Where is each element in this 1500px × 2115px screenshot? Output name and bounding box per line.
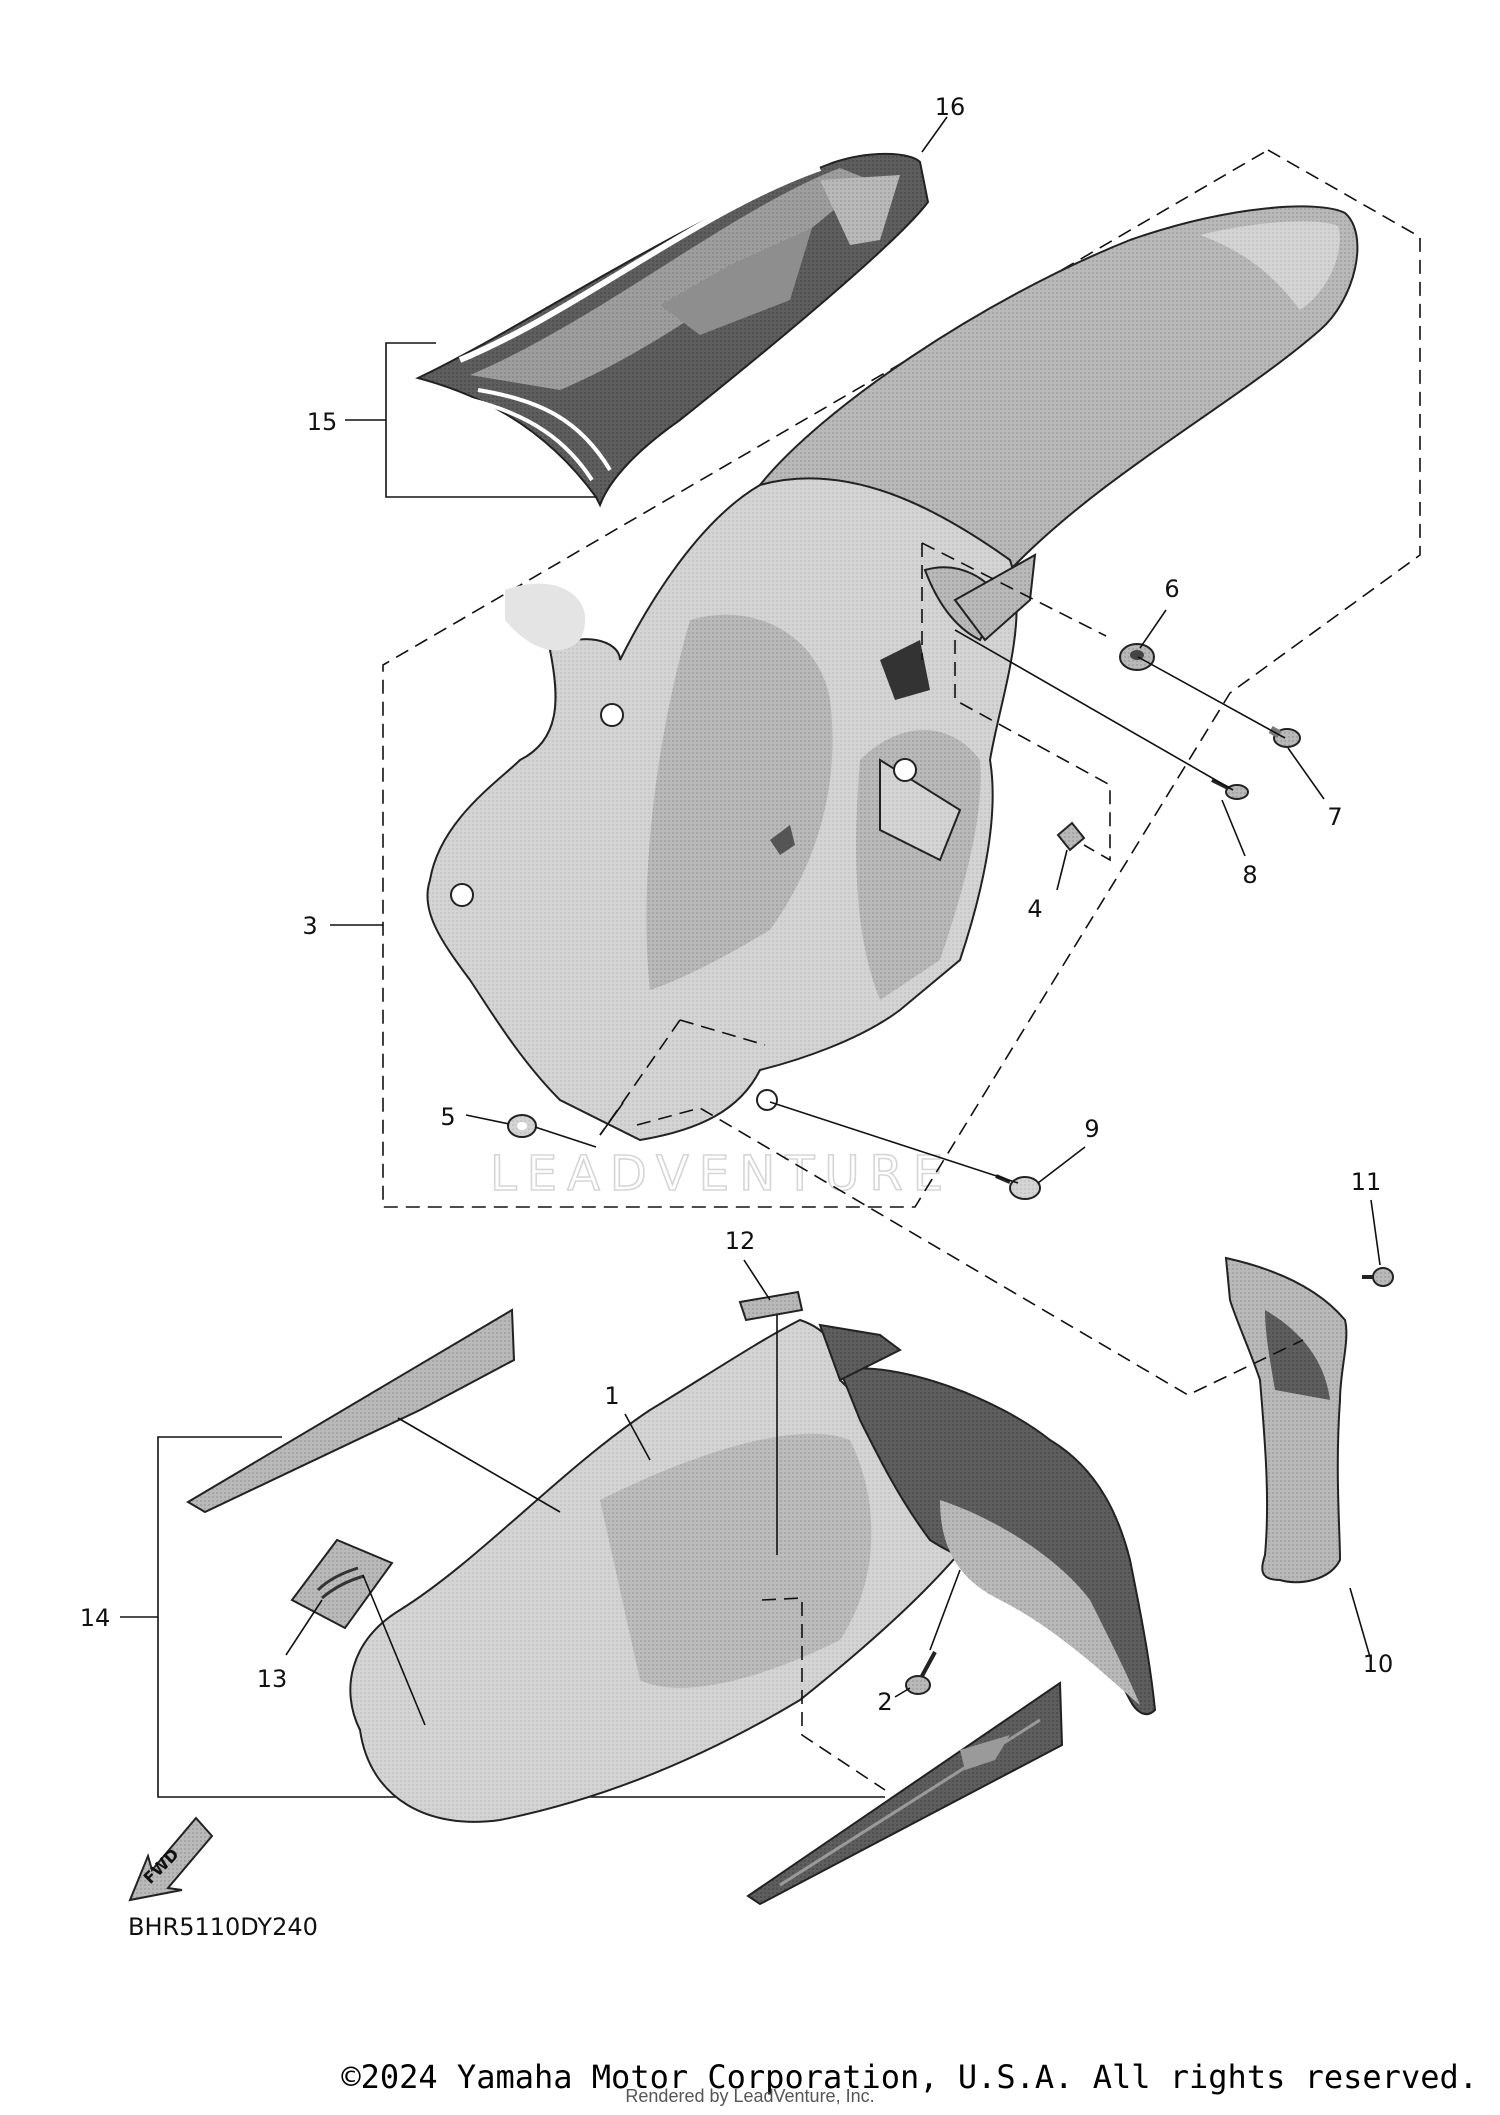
callout-5: 5 [440,1103,455,1131]
part-2-bolt[interactable] [905,1651,937,1695]
callout-9: 9 [1084,1115,1099,1143]
callout-3: 3 [302,912,317,940]
assembly-3-boundary [382,149,1421,1208]
part-5-washer[interactable] [507,1114,537,1138]
diagram-code: BHR5110DY240 [128,1913,318,1941]
part-10-mud-flap[interactable] [1224,1256,1348,1584]
reference-lines [534,542,1304,1791]
callout-13: 13 [257,1665,288,1693]
part-13-sticker[interactable] [290,1538,394,1630]
part-6-nut[interactable] [1119,643,1155,671]
part-1-front-fender[interactable] [349,1318,1157,1823]
callout-11: 11 [1351,1168,1382,1196]
callout-1: 1 [604,1382,619,1410]
part-11-bolt[interactable] [1362,1267,1394,1287]
callout-12: 12 [725,1227,756,1255]
fwd-arrow-icon: FWD [128,1816,214,1902]
watermark-text: LEADVENTURE [490,1146,953,1202]
part-3-rear-fender[interactable] [426,205,1359,1142]
part-9-bolt[interactable] [995,1174,1041,1200]
callout-8: 8 [1242,861,1257,889]
part-14-decal-upper[interactable] [186,1308,516,1514]
callout-10: 10 [1363,1650,1394,1678]
part-4-clip-nut[interactable] [1056,821,1086,852]
callout-15: 15 [307,408,338,436]
leader-lines [285,116,1381,1726]
copyright-notice: ©2024 Yamaha Motor Corporation, U.S.A. A… [341,2058,1478,2096]
part-12-sticker[interactable] [738,1290,804,1322]
part-7-bolt[interactable] [1268,726,1301,748]
callout-14: 14 [80,1604,111,1632]
callout-7: 7 [1327,803,1342,831]
part-16-rear-fender-graphic[interactable] [415,152,930,508]
part-8-screw[interactable] [1211,778,1249,800]
callout-16: 16 [935,93,966,121]
part-14-decal-lower[interactable] [746,1681,1064,1906]
rendered-by-note: Rendered by LeadVenture, Inc. [625,2086,875,2106]
callout-4: 4 [1027,895,1042,923]
callout-6: 6 [1164,575,1179,603]
callout-2: 2 [877,1688,892,1716]
